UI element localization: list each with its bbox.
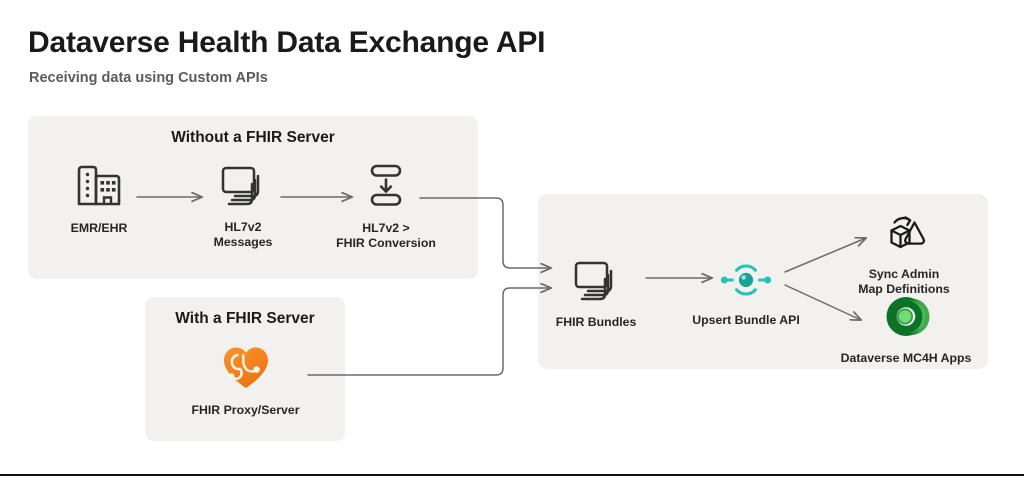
convert-down-icon	[330, 162, 442, 215]
footer-divider	[0, 474, 1024, 476]
panel-without-fhir-title: Without a FHIR Server	[171, 129, 335, 146]
node-fhir-bundles-label: FHIR Bundles	[555, 315, 637, 329]
page-subtitle: Receiving data using Custom APIs	[29, 70, 268, 86]
node-dataverse-mc4h-apps: Dataverse MC4H Apps	[833, 294, 979, 366]
node-upsert-bundle-api: Upsert Bundle API	[676, 258, 816, 328]
map-transform-icon	[840, 212, 968, 261]
page-title: Dataverse Health Data Exchange API	[28, 26, 546, 59]
fhir-heart-logo-icon	[178, 342, 313, 397]
node-hl7v2-fhir-conversion: HL7v2 > FHIR Conversion	[330, 162, 442, 250]
stacked-messages-icon	[193, 163, 293, 214]
panel-with-fhir-title: With a FHIR Server	[175, 310, 315, 327]
api-connector-icon	[676, 258, 816, 307]
node-emr-ehr: EMR/EHR	[45, 160, 153, 236]
node-sync-admin-map-definitions-label: Sync Admin Map Definitions	[858, 267, 950, 296]
node-hl7v2-messages: HL7v2 Messages	[193, 163, 293, 249]
stacked-bundles-icon	[548, 258, 644, 309]
node-hl7v2-messages-label: HL7v2 Messages	[213, 220, 273, 249]
dataverse-logo-icon	[833, 294, 979, 345]
node-fhir-proxy-server: FHIR Proxy/Server	[178, 342, 313, 418]
node-dataverse-mc4h-apps-label: Dataverse MC4H Apps	[840, 351, 972, 365]
node-upsert-bundle-api-label: Upsert Bundle API	[692, 313, 800, 327]
node-emr-ehr-label: EMR/EHR	[70, 221, 128, 235]
node-fhir-bundles: FHIR Bundles	[548, 258, 644, 330]
node-fhir-proxy-server-label: FHIR Proxy/Server	[191, 403, 300, 417]
node-hl7v2-fhir-conversion-label: HL7v2 > FHIR Conversion	[336, 221, 436, 250]
node-sync-admin-map-definitions: Sync Admin Map Definitions	[840, 212, 968, 296]
office-building-icon	[45, 160, 153, 215]
